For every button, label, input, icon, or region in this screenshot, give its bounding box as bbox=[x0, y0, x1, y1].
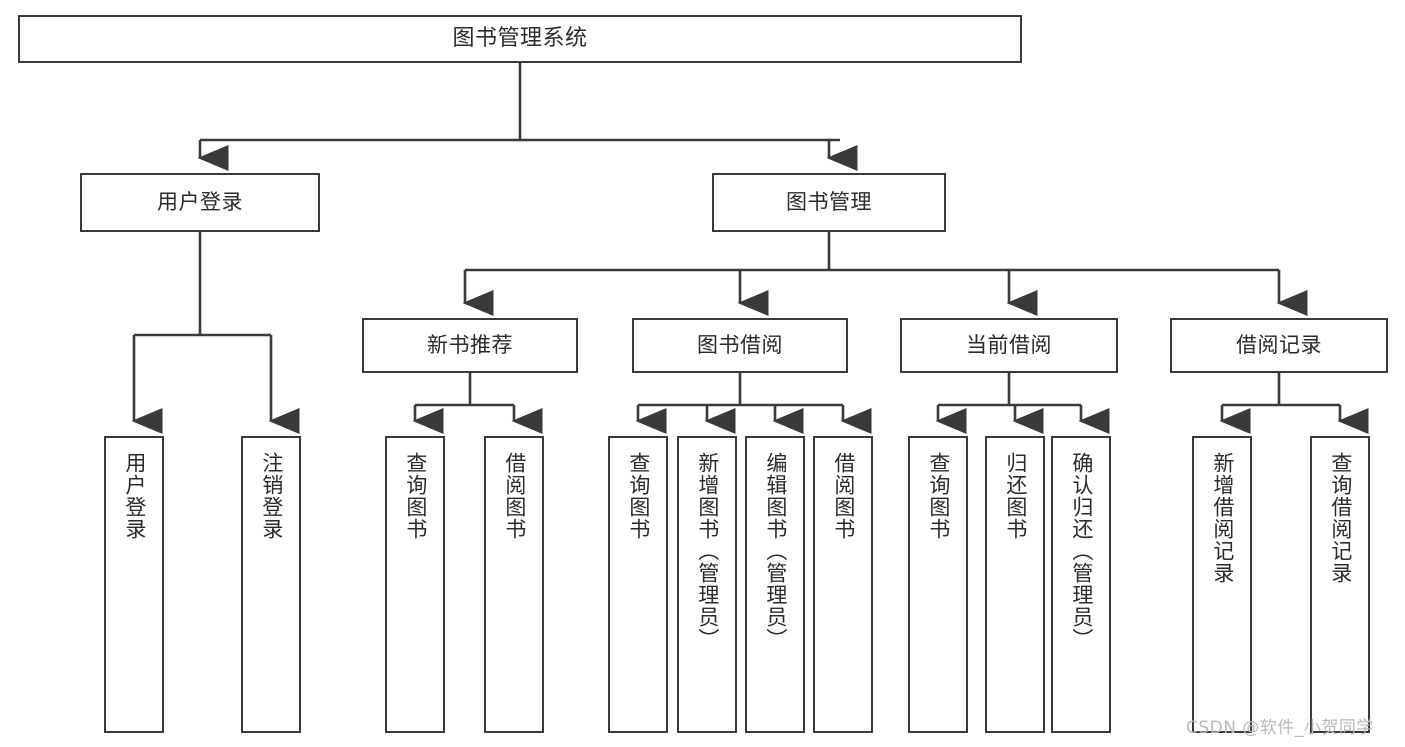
leaf-edit-book-admin[interactable]: 编辑图书（管理员） bbox=[745, 436, 805, 733]
node-label: 当前借阅 bbox=[966, 332, 1052, 357]
leaf-borrow-book-recommend[interactable]: 借阅图书 bbox=[484, 436, 544, 733]
leaf-query-book-recommend[interactable]: 查询图书 bbox=[385, 436, 445, 733]
node-label: 确认归还（管理员） bbox=[1069, 452, 1094, 650]
leaf-query-borrow-record[interactable]: 查询借阅记录 bbox=[1310, 436, 1370, 733]
leaf-user-login[interactable]: 用户登录 bbox=[104, 436, 164, 733]
node-label: 图书管理 bbox=[786, 189, 872, 214]
node-root-system[interactable]: 图书管理系统 bbox=[18, 15, 1022, 63]
leaf-add-book-admin[interactable]: 新增图书（管理员） bbox=[677, 436, 737, 733]
watermark-text: CSDN @软件_小贺同学 bbox=[1186, 718, 1374, 738]
node-label: 用户登录 bbox=[122, 452, 147, 540]
node-current-borrow[interactable]: 当前借阅 bbox=[900, 318, 1118, 373]
node-new-book-recommend[interactable]: 新书推荐 bbox=[362, 318, 578, 373]
leaf-add-borrow-record[interactable]: 新增借阅记录 bbox=[1192, 436, 1252, 733]
leaf-confirm-return-admin[interactable]: 确认归还（管理员） bbox=[1051, 436, 1111, 733]
node-label: 查询图书 bbox=[403, 452, 428, 540]
node-label: 借阅图书 bbox=[502, 452, 527, 540]
leaf-logout[interactable]: 注销登录 bbox=[241, 436, 301, 733]
node-label: 查询图书 bbox=[626, 452, 651, 540]
leaf-query-book-current[interactable]: 查询图书 bbox=[908, 436, 968, 733]
node-label: 查询图书 bbox=[926, 452, 951, 540]
node-user-login[interactable]: 用户登录 bbox=[80, 173, 320, 232]
node-label: 借阅记录 bbox=[1236, 332, 1322, 357]
node-book-management[interactable]: 图书管理 bbox=[712, 173, 946, 232]
node-label: 用户登录 bbox=[157, 189, 243, 214]
node-label: 查询借阅记录 bbox=[1328, 452, 1353, 584]
node-label: 借阅图书 bbox=[831, 452, 856, 540]
node-label: 新书推荐 bbox=[427, 332, 513, 357]
leaf-borrow-book[interactable]: 借阅图书 bbox=[813, 436, 873, 733]
node-book-borrow[interactable]: 图书借阅 bbox=[632, 318, 848, 373]
node-borrow-record[interactable]: 借阅记录 bbox=[1170, 318, 1388, 373]
node-label: 图书借阅 bbox=[697, 332, 783, 357]
node-label: 新增图书（管理员） bbox=[695, 452, 720, 650]
node-label: 新增借阅记录 bbox=[1210, 452, 1235, 584]
node-label: 归还图书 bbox=[1003, 452, 1028, 540]
node-label: 图书管理系统 bbox=[452, 25, 588, 51]
node-label: 编辑图书（管理员） bbox=[763, 452, 788, 650]
leaf-query-book-borrow[interactable]: 查询图书 bbox=[608, 436, 668, 733]
node-label: 注销登录 bbox=[259, 452, 284, 540]
leaf-return-book[interactable]: 归还图书 bbox=[985, 436, 1045, 733]
